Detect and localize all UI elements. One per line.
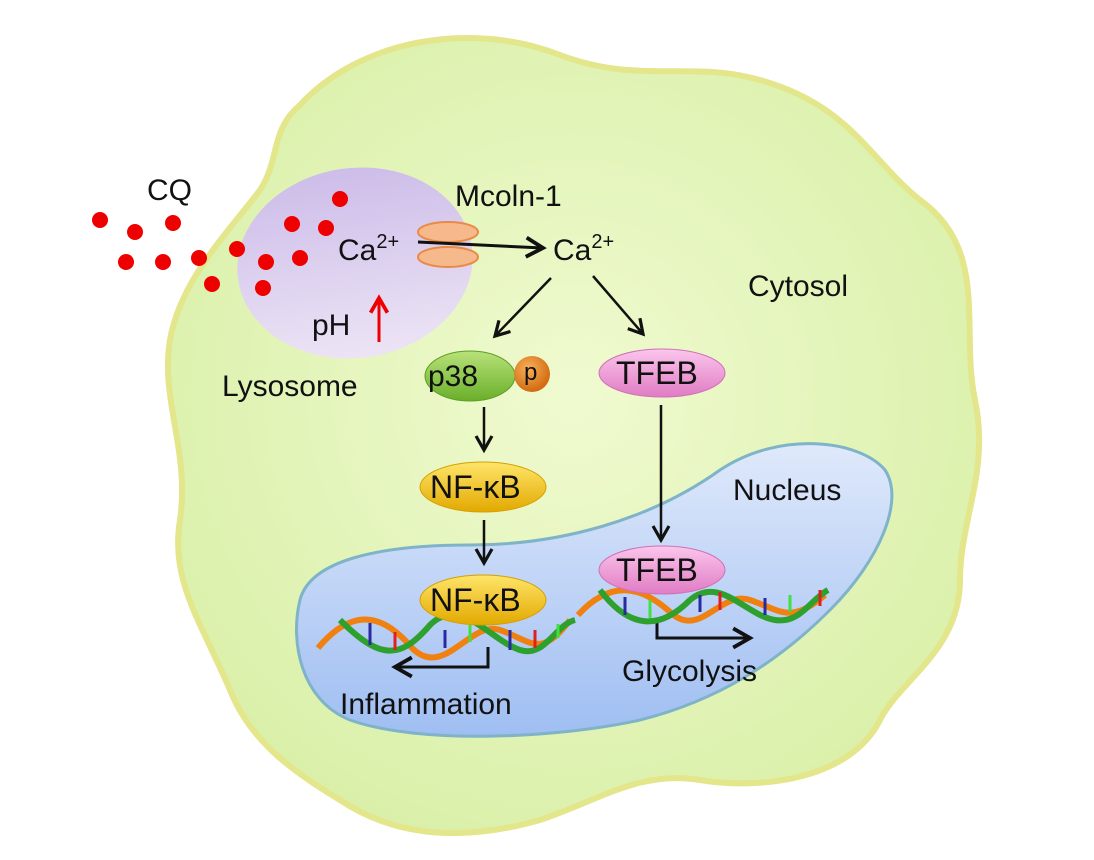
phosphate-group — [514, 356, 550, 392]
cq-dot — [292, 250, 308, 266]
cq-dot — [332, 191, 348, 207]
p38-label: p38 — [428, 360, 478, 393]
cq-dot — [155, 254, 171, 270]
nfkb-nuclear — [419, 574, 547, 626]
cq-dot — [284, 216, 300, 232]
cq-dot — [255, 280, 271, 296]
nucleus — [295, 442, 894, 738]
phospho-label: p — [524, 359, 537, 386]
ca-to-p38-arrow — [492, 277, 552, 339]
ph-label: pH — [312, 309, 350, 342]
glycolysis-transcription-arrow — [655, 622, 754, 650]
cq-dot — [191, 250, 207, 266]
cq-dot — [258, 254, 274, 270]
cq-dot — [92, 212, 108, 228]
mcoln1-channel — [417, 221, 479, 268]
tfeb-nuclear-label: TFEB — [616, 552, 698, 588]
cq-dot — [118, 254, 134, 270]
calcium-symbol: Ca — [338, 234, 377, 267]
ca-efflux-arrow — [417, 235, 547, 259]
calcium-charge: 2+ — [376, 231, 399, 253]
calcium-symbol: Ca — [553, 234, 592, 267]
cq-label: CQ — [147, 174, 192, 207]
cytosolic-calcium-label: Ca2+ — [553, 231, 614, 267]
tfeb-cytosolic-label: TFEB — [616, 355, 698, 391]
mcoln1-label: Mcoln-1 — [455, 180, 562, 213]
p38-protein — [424, 350, 550, 402]
nfkb-cytosolic — [419, 461, 547, 513]
cq-dot — [318, 220, 334, 236]
cq-dot — [127, 224, 143, 240]
nfkb-cytosolic-label: NF-κB — [430, 469, 521, 505]
tfeb-cytosolic — [598, 348, 726, 398]
dna-helix-glycolysis — [575, 587, 830, 625]
lysosomal-calcium-label: Ca2+ — [338, 231, 399, 267]
glycolysis-label: Glycolysis — [622, 655, 757, 688]
ca-to-tfeb-arrow — [592, 275, 646, 337]
lysosome — [237, 167, 473, 359]
nfkb-nuclear-label: NF-κB — [430, 582, 521, 618]
cq-dot — [204, 276, 220, 292]
lysosome-label: Lysosome — [222, 370, 358, 403]
inflammation-transcription-arrow — [391, 647, 490, 679]
cq-molecules — [92, 191, 348, 296]
cq-dot — [229, 241, 245, 257]
cq-dot — [165, 215, 181, 231]
nucleus-label: Nucleus — [733, 474, 841, 507]
calcium-charge: 2+ — [591, 231, 614, 253]
cytosol-label: Cytosol — [748, 270, 848, 303]
tfeb-nuclear — [598, 545, 726, 595]
inflammation-label: Inflammation — [340, 688, 512, 721]
